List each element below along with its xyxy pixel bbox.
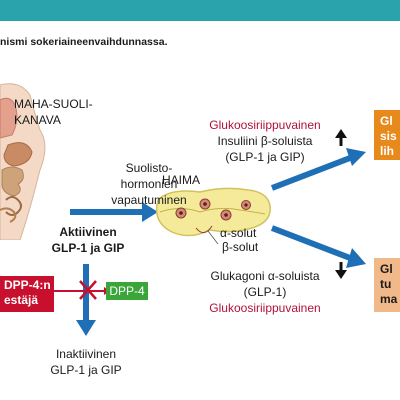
- hormones-line1: Suolisto-: [125, 161, 173, 175]
- insulin-effect-text: Glukoosiriippuvainen Insuliini β-soluist…: [190, 117, 340, 165]
- glucagon-result-line1: Gl: [380, 262, 393, 276]
- arrow-to-insulin-effect: [270, 148, 366, 191]
- glucose-dependent-bottom: Glukoosiriippuvainen: [209, 301, 321, 315]
- pancreas-illustration: [155, 187, 271, 245]
- active-line1: Aktiivinen: [59, 225, 117, 239]
- glucagon-line1: Glukagoni α-soluista: [210, 269, 320, 283]
- arrow-gut-to-pancreas: [70, 202, 158, 222]
- active-line2: GLP-1 ja GIP: [51, 241, 125, 255]
- gut-label-line2: KANAVA: [14, 113, 61, 127]
- body-illustration: [0, 83, 46, 240]
- x-mark-icon: [79, 280, 97, 300]
- insulin-result-line1: Gl: [380, 114, 393, 128]
- insulin-result-line2: sis: [380, 129, 397, 143]
- inactive-line1: Inaktiivinen: [55, 347, 117, 361]
- insulin-line1: Insuliini β-soluista: [217, 134, 313, 148]
- insulin-result-box: Gl sis lih: [374, 110, 400, 160]
- dpp4-inhibitor-box: DPP-4:n estäjä: [0, 276, 54, 312]
- glucose-dependent-top: Glukoosiriippuvainen: [209, 118, 321, 132]
- dpp4-enzyme-box: DPP-4: [106, 282, 148, 300]
- hormone-release-label: Suolisto- hormonien vapautuminen: [104, 160, 194, 208]
- glucagon-result-line3: ma: [380, 292, 398, 306]
- inactive-line2: GLP-1 ja GIP: [50, 363, 122, 377]
- insulin-result-line3: lih: [380, 144, 394, 158]
- inhibitor-line2: estäjä: [4, 293, 39, 307]
- arrow-to-glucagon-effect: [270, 225, 366, 268]
- insulin-line2: (GLP-1 ja GIP): [225, 150, 305, 164]
- down-arrow-icon: [335, 262, 347, 279]
- inhibitor-line1: DPP-4:n: [4, 278, 51, 292]
- glucagon-line2: (GLP-1): [243, 285, 287, 299]
- glucagon-result-line2: tu: [380, 277, 392, 291]
- glucagon-effect-text: Glukagoni α-soluista (GLP-1) Glukoosirii…: [190, 268, 340, 316]
- arrow-active-to-inactive: [76, 264, 96, 336]
- up-arrow-icon: [335, 129, 347, 146]
- glucagon-result-box: Gl tu ma: [374, 258, 400, 312]
- figure-caption: nismi sokeriaineenvaihdunnassa.: [0, 36, 168, 48]
- hormones-line3: vapautuminen: [111, 193, 187, 207]
- alpha-cells-label: α-solut: [220, 226, 257, 240]
- hormones-line2: hormonien: [120, 177, 178, 191]
- header-bar: [0, 0, 400, 21]
- active-incretins-label: Aktiivinen GLP-1 ja GIP: [40, 224, 136, 256]
- gut-label-line1: MAHA-SUOLI-: [14, 97, 93, 111]
- inactive-incretins-label: Inaktiivinen GLP-1 ja GIP: [38, 346, 134, 378]
- beta-cells-label: β-solut: [222, 240, 259, 254]
- gut-label: MAHA-SUOLI- KANAVA: [14, 96, 93, 128]
- pancreas-label: HAIMA: [162, 173, 201, 187]
